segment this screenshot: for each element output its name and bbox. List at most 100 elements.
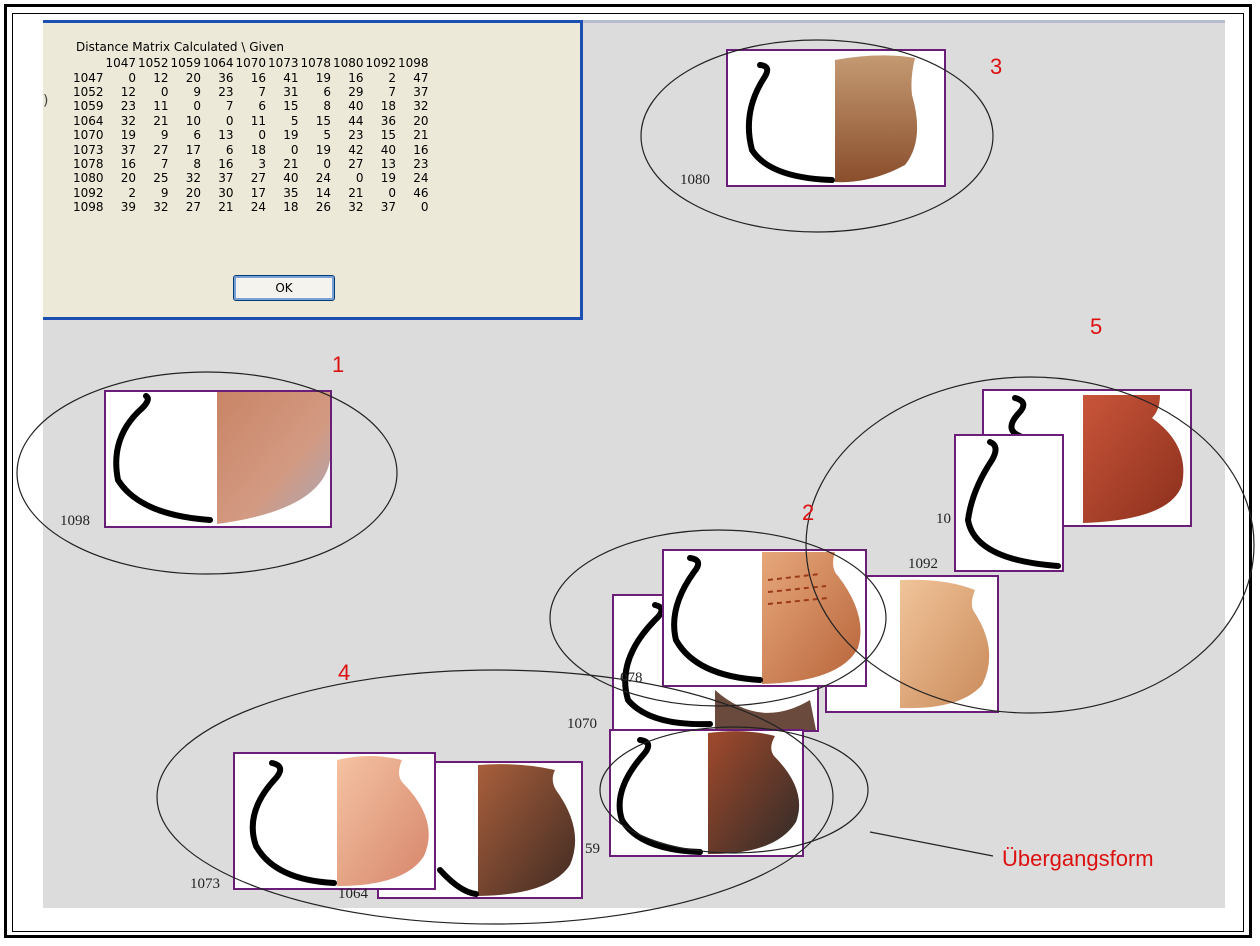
matrix-column-header: 1052 — [138, 56, 169, 71]
matrix-cell: 20 — [413, 113, 429, 128]
vessel-label-10: 10 — [936, 511, 951, 527]
matrix-cell: 11 — [153, 99, 169, 114]
cluster-number-2: 2 — [802, 500, 815, 525]
cluster-number-1: 1 — [332, 352, 345, 377]
vessel-card-5-front[interactable] — [954, 434, 1064, 572]
matrix-row-header: 1070 — [73, 128, 104, 143]
matrix-cell: 13 — [380, 156, 397, 171]
matrix-cell: 9 — [160, 128, 169, 143]
cluster-number-3: 3 — [990, 54, 1003, 79]
matrix-cell: 6 — [193, 128, 202, 143]
matrix-cell: 6 — [258, 99, 267, 114]
vessel-label-1059: 59 — [585, 841, 600, 857]
matrix-cell: 20 — [185, 70, 202, 85]
matrix-cell: 17 — [250, 185, 267, 200]
matrix-cell: 3 — [258, 156, 267, 171]
matrix-cell: 16 — [120, 156, 137, 171]
matrix-cell: 19 — [120, 128, 137, 143]
matrix-row-header: 1078 — [73, 156, 104, 171]
matrix-cell: 21 — [413, 128, 429, 143]
matrix-cell: 0 — [388, 185, 397, 200]
matrix-cell: 27 — [250, 171, 267, 186]
matrix-cell: 40 — [348, 99, 364, 114]
matrix-cell: 29 — [348, 84, 364, 99]
transition-form-annotation: Übergangsform — [1002, 846, 1154, 871]
vessel-label-1078: 078 — [620, 670, 643, 686]
matrix-cell: 7 — [258, 84, 267, 99]
matrix-cell: 0 — [355, 171, 364, 186]
matrix-cell: 5 — [290, 113, 299, 128]
matrix-cell: 15 — [283, 99, 299, 114]
matrix-cell: 9 — [193, 84, 202, 99]
matrix-cell: 24 — [315, 171, 332, 186]
matrix-cell: 40 — [283, 171, 299, 186]
matrix-cell: 21 — [348, 185, 364, 200]
cluster-ellipse-1 — [16, 371, 398, 575]
matrix-cell: 15 — [380, 128, 397, 143]
matrix-cell: 36 — [380, 113, 397, 128]
vessel-card-1080[interactable] — [726, 49, 946, 187]
matrix-cell: 0 — [128, 70, 137, 85]
matrix-cell: 0 — [160, 84, 169, 99]
cluster-ellipse-4 — [156, 669, 834, 925]
matrix-cell: 16 — [348, 70, 364, 85]
matrix-cell: 37 — [413, 84, 429, 99]
vessel-card-2[interactable] — [662, 549, 867, 687]
matrix-cell: 36 — [218, 70, 234, 85]
vessel-card-1098[interactable] — [104, 390, 332, 528]
matrix-column-header: 1092 — [365, 56, 397, 71]
annotation-leader-line — [869, 831, 994, 857]
matrix-cell: 25 — [153, 171, 169, 186]
matrix-cell: 46 — [413, 185, 429, 200]
vessel-card-1059[interactable] — [609, 729, 804, 857]
matrix-column-header: 1064 — [203, 56, 234, 71]
matrix-cell: 0 — [290, 142, 299, 157]
matrix-cell: 24 — [413, 171, 429, 186]
matrix-cell: 32 — [348, 200, 364, 215]
vessel-card-1073[interactable] — [233, 752, 436, 890]
matrix-cell: 27 — [185, 200, 202, 215]
matrix-cell: 21 — [153, 113, 169, 128]
matrix-column-header: 1047 — [105, 56, 137, 71]
matrix-cell: 12 — [153, 70, 169, 85]
ok-button[interactable]: OK — [233, 275, 335, 301]
matrix-cell: 0 — [193, 99, 202, 114]
matrix-row-header: 1080 — [73, 171, 104, 186]
matrix-cell: 14 — [315, 185, 332, 200]
matrix-cell: 23 — [413, 156, 429, 171]
distance-matrix-dialog: ) Distance Matrix Calculated \ Given 104… — [43, 20, 583, 320]
matrix-cell: 16 — [413, 142, 429, 157]
matrix-cell: 19 — [315, 142, 332, 157]
cluster-number-5: 5 — [1090, 314, 1103, 339]
matrix-cell: 20 — [120, 171, 137, 186]
cluster-outlines — [16, 39, 1255, 925]
matrix-cell: 10 — [185, 113, 202, 128]
matrix-cell: 5 — [323, 128, 332, 143]
matrix-cell: 37 — [218, 171, 234, 186]
matrix-cell: 18 — [283, 200, 299, 215]
matrix-cell: 0 — [258, 128, 267, 143]
matrix-cell: 0 — [323, 156, 332, 171]
matrix-cell: 26 — [315, 200, 332, 215]
matrix-cell: 18 — [250, 142, 267, 157]
matrix-cell: 0 — [420, 200, 429, 215]
matrix-cell: 0 — [225, 113, 234, 128]
matrix-cell: 32 — [185, 171, 202, 186]
matrix-cell: 15 — [315, 113, 332, 128]
matrix-column-header: 1080 — [333, 56, 364, 71]
vessel-label-1080: 1080 — [680, 172, 710, 188]
matrix-cell: 12 — [120, 84, 137, 99]
vessel-label-1064: 1064 — [338, 886, 368, 902]
matrix-cell: 16 — [250, 70, 267, 85]
matrix-cell: 21 — [218, 200, 234, 215]
matrix-cell: 37 — [380, 200, 397, 215]
matrix-row-header: 1052 — [73, 84, 104, 99]
